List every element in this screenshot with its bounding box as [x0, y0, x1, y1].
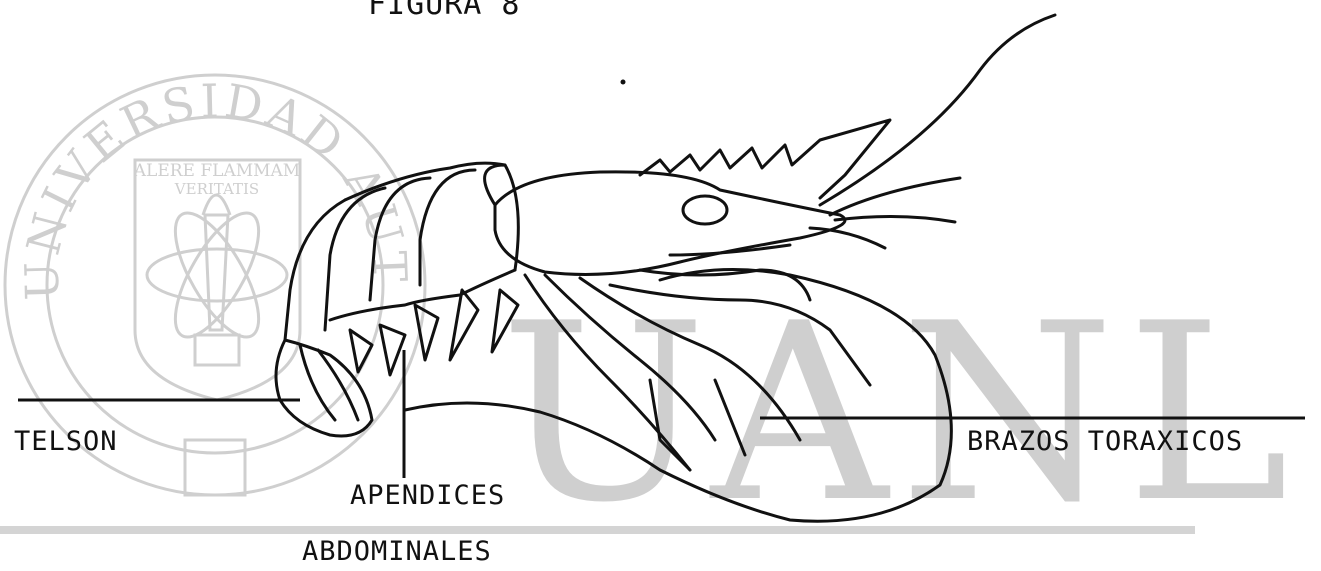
label-brazos-toraxicos: BRAZOS TORAXICOS — [967, 428, 1243, 455]
label-telson: TELSON — [14, 428, 118, 455]
watermark-rule — [0, 526, 1195, 534]
university-seal-watermark: UNIVERSIDAD AUTONOMA DE NUEVO LEON — [0, 0, 425, 495]
label-apendices-line2: ABDOMINALES — [302, 538, 492, 565]
seal-motto-line1: ALERE FLAMMAM — [133, 161, 300, 181]
figure-title: FIGURA 8 — [368, 0, 521, 20]
label-apendices-line1: APENDICES — [350, 482, 505, 509]
ink-speck — [621, 80, 626, 85]
seal-arc-text: UNIVERSIDAD AUTONOMA DE NUEVO LEON — [0, 0, 418, 301]
svg-text:UNIVERSIDAD AUTONOMA DE NUEVO: UNIVERSIDAD AUTONOMA DE NUEVO LEON — [0, 0, 418, 301]
seal-motto-line2: VERITATIS — [174, 180, 259, 198]
uanl-logo-watermark: UANL — [500, 271, 1301, 556]
